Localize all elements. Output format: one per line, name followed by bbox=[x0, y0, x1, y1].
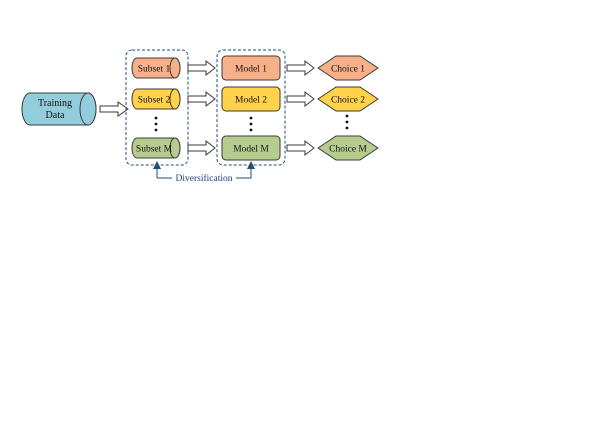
choice-2-label: Choice 2 bbox=[331, 96, 365, 106]
subset2-to-model2-arrow bbox=[187, 90, 216, 108]
diversification-connector: Diversification bbox=[153, 161, 255, 184]
choice-m-diamond: Choice M bbox=[317, 135, 379, 161]
training-data-label-line2: Data bbox=[46, 110, 65, 121]
subsetm-to-modelm-arrow bbox=[187, 139, 216, 157]
model-m-box: Model M bbox=[221, 135, 281, 161]
model1-to-choice1-arrow bbox=[286, 59, 315, 77]
subset-1-cylinder: Subset 1 bbox=[131, 57, 181, 79]
subset-2-cylinder: Subset 2 bbox=[131, 88, 181, 110]
choice-ellipsis bbox=[345, 114, 349, 130]
model2-to-choice2-arrow bbox=[286, 90, 315, 108]
training-to-subsets-arrow bbox=[99, 101, 129, 117]
subset1-to-model1-arrow bbox=[187, 59, 216, 77]
choice-m-label: Choice M bbox=[329, 145, 367, 155]
model-m-label: Model M bbox=[233, 145, 269, 155]
training-data-label-line1: Training bbox=[38, 98, 72, 109]
choice-2-diamond: Choice 2 bbox=[317, 86, 379, 112]
subset-m-cylinder: Subset M bbox=[131, 137, 181, 159]
model-2-box: Model 2 bbox=[221, 86, 281, 112]
choice-1-diamond: Choice 1 bbox=[317, 55, 379, 81]
choice-1-label: Choice 1 bbox=[331, 65, 365, 75]
subset-ellipsis bbox=[154, 116, 158, 132]
model-1-label: Model 1 bbox=[235, 65, 267, 75]
diversification-label: Diversification bbox=[176, 173, 233, 184]
subset-m-label: Subset M bbox=[136, 145, 173, 155]
model-2-label: Model 2 bbox=[235, 96, 267, 106]
subset-1-label: Subset 1 bbox=[138, 65, 171, 75]
modelm-to-choicem-arrow bbox=[286, 139, 315, 157]
model-1-box: Model 1 bbox=[221, 55, 281, 81]
training-data-cylinder: Training Data bbox=[21, 92, 97, 126]
model-ellipsis bbox=[249, 116, 253, 132]
subset-2-label: Subset 2 bbox=[138, 96, 171, 106]
